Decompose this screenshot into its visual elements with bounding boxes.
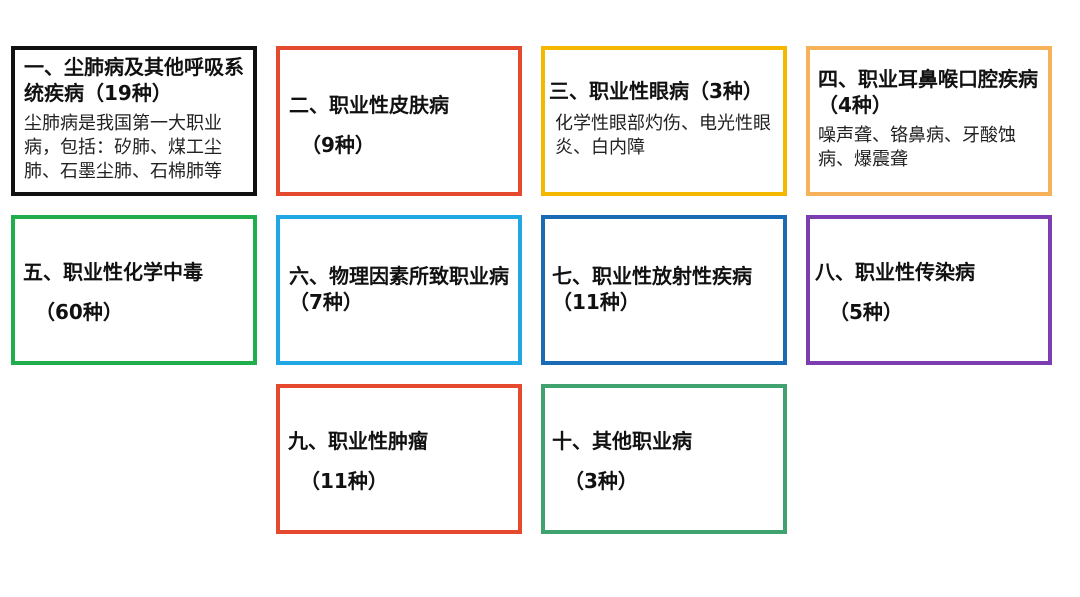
category-box-3: 三、职业性眼病（3种） 化学性眼部灼伤、电光性眼炎、白内障	[541, 46, 787, 196]
category-box-2: 二、职业性皮肤病 （9种）	[276, 46, 522, 196]
category-title-3: 三、职业性眼病（3种）	[549, 79, 763, 103]
category-count-5: （60种）	[35, 300, 123, 324]
category-count-2: （9种）	[301, 133, 375, 157]
category-count-9: （11种）	[300, 469, 388, 493]
category-box-7: 七、职业性放射性疾病（11种）	[541, 215, 787, 365]
category-title-2: 二、职业性皮肤病	[289, 93, 449, 117]
category-title-1: 一、尘肺病及其他呼吸系统疾病（19种）	[24, 55, 244, 105]
category-title-4: 四、职业耳鼻喉口腔疾病（4种）	[818, 67, 1038, 117]
category-title-10: 十、其他职业病	[552, 429, 692, 453]
category-box-4: 四、职业耳鼻喉口腔疾病（4种） 噪声聋、铬鼻病、牙酸蚀病、爆震聋	[806, 46, 1052, 196]
category-desc-1: 尘肺病是我国第一大职业病，包括：矽肺、煤工尘肺、石墨尘肺、石棉肺等	[24, 113, 222, 182]
category-count-8: （5种）	[829, 300, 903, 324]
category-box-6: 六、物理因素所致职业病（7种）	[276, 215, 522, 365]
category-box-9: 九、职业性肿瘤 （11种）	[276, 384, 522, 534]
category-count-10: （3种）	[564, 469, 638, 493]
category-title-6: 六、物理因素所致职业病（7种）	[289, 264, 509, 314]
category-box-1: 一、尘肺病及其他呼吸系统疾病（19种） 尘肺病是我国第一大职业病，包括：矽肺、煤…	[11, 46, 257, 196]
category-title-5: 五、职业性化学中毒	[23, 260, 203, 284]
category-title-7: 七、职业性放射性疾病（11种）	[552, 264, 752, 314]
category-box-8: 八、职业性传染病 （5种）	[806, 215, 1052, 365]
category-desc-3: 化学性眼部灼伤、电光性眼炎、白内障	[555, 113, 771, 158]
category-title-9: 九、职业性肿瘤	[288, 429, 428, 453]
category-box-5: 五、职业性化学中毒 （60种）	[11, 215, 257, 365]
category-box-10: 十、其他职业病 （3种）	[541, 384, 787, 534]
category-title-8: 八、职业性传染病	[815, 260, 975, 284]
category-desc-4: 噪声聋、铬鼻病、牙酸蚀病、爆震聋	[818, 125, 1016, 170]
